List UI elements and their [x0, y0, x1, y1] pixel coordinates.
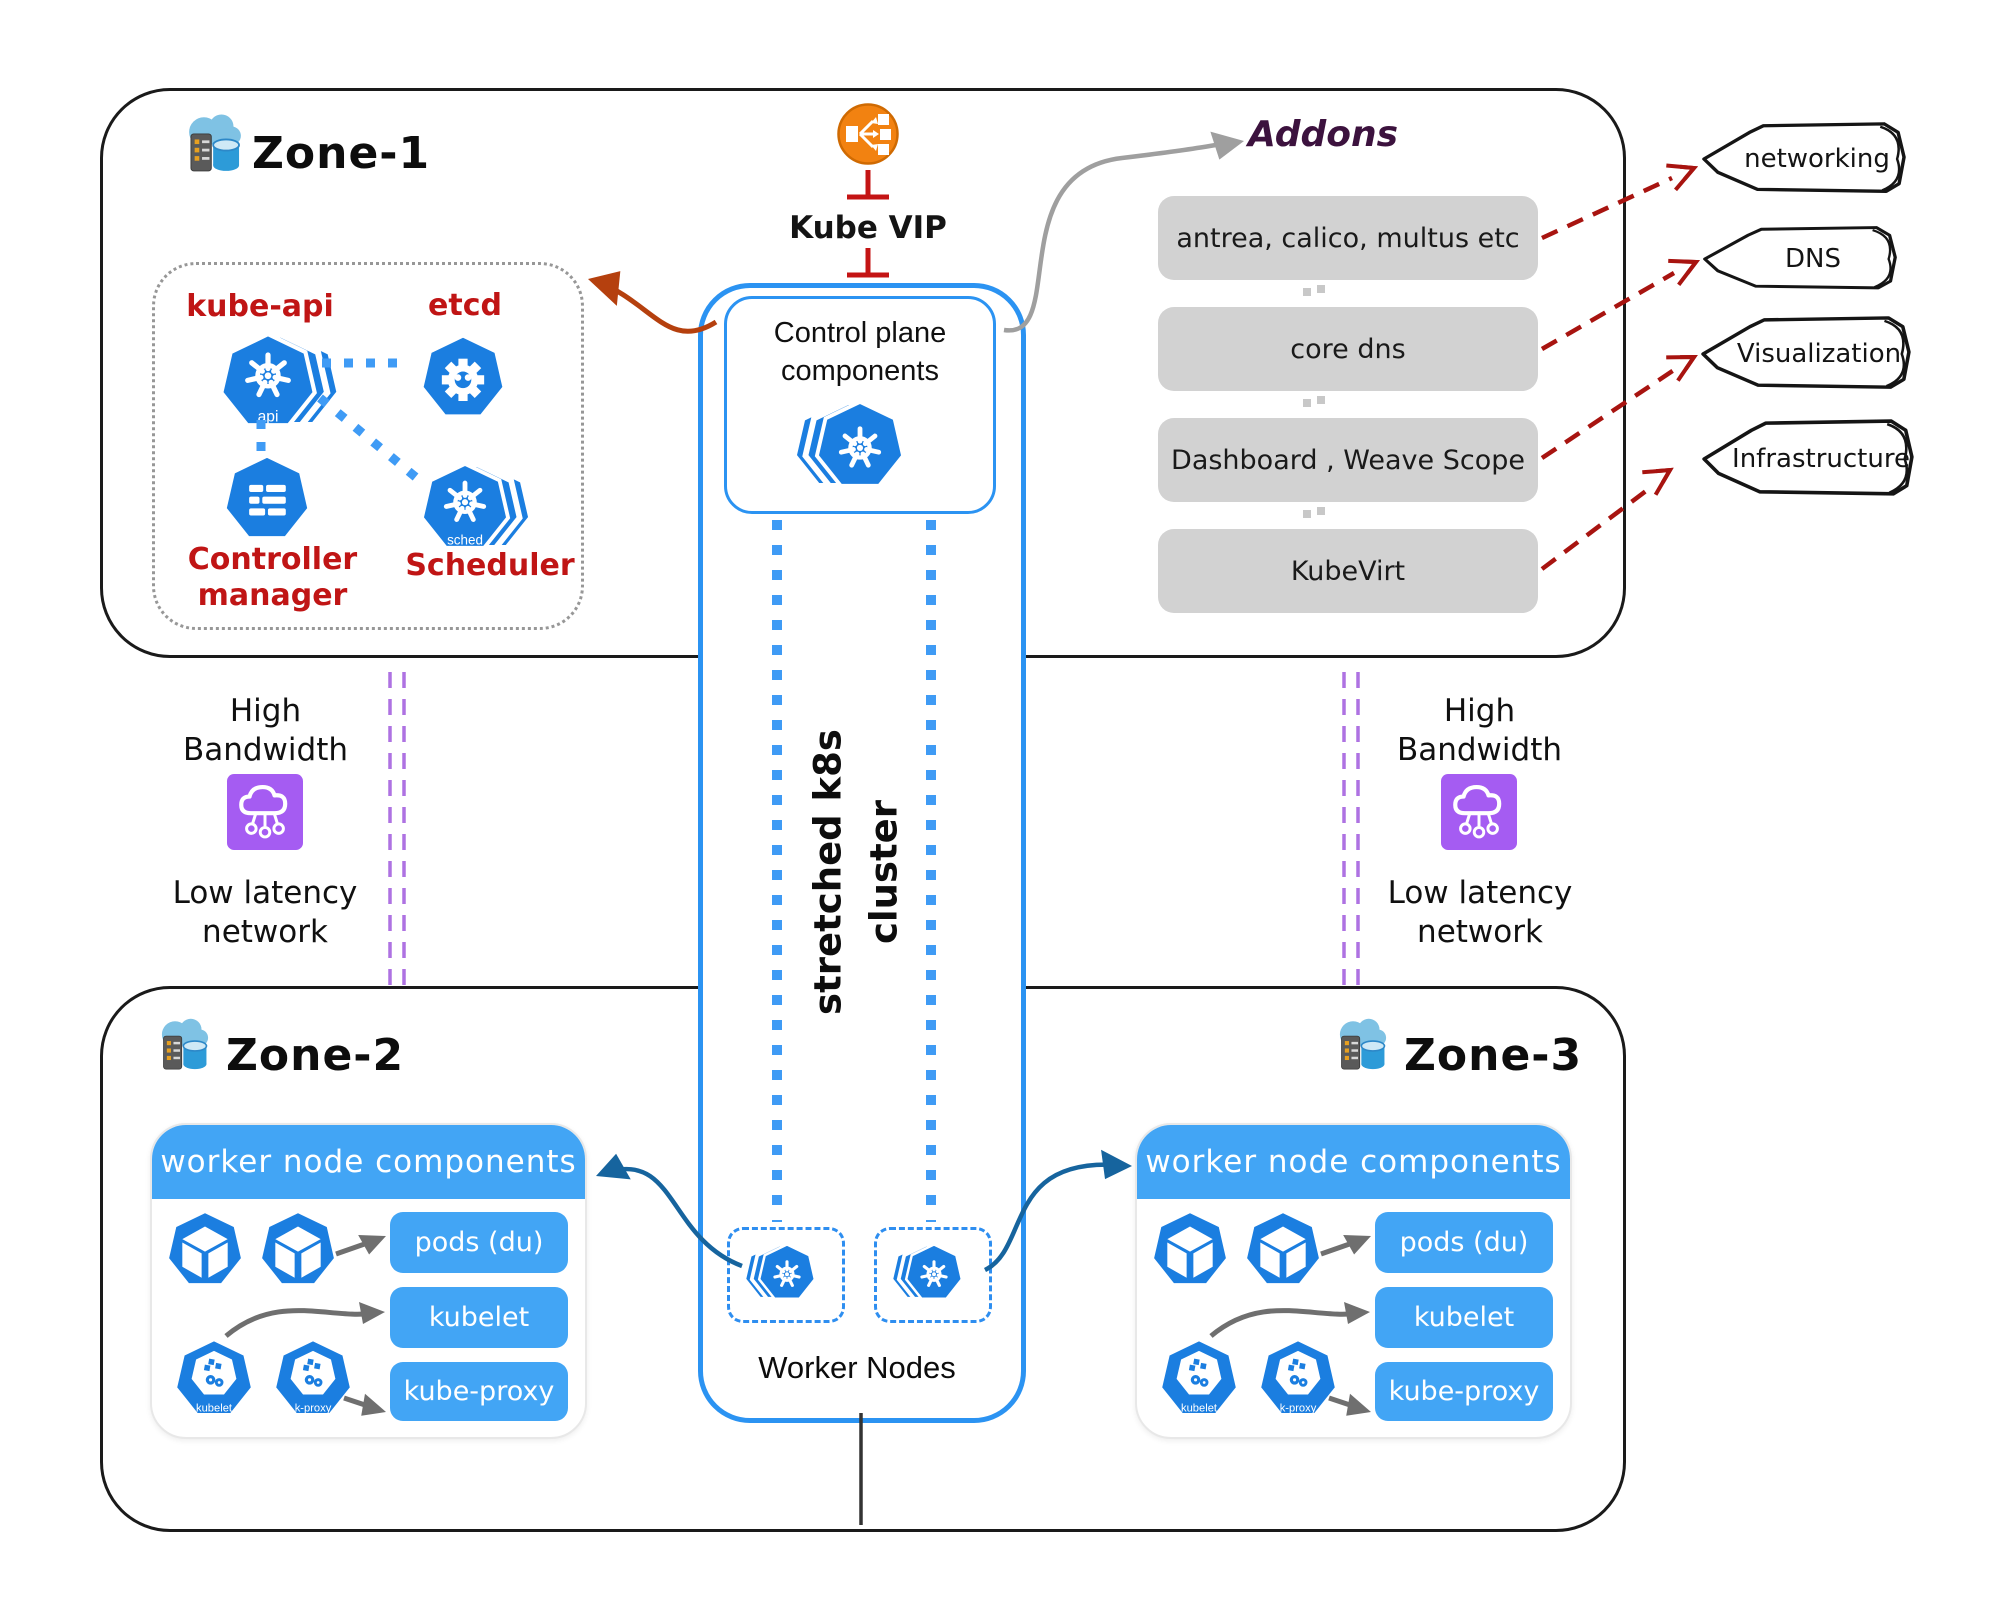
high-label: High [229, 693, 302, 729]
addon-cni: antrea, calico, multus etc [1158, 196, 1538, 280]
svg-text:api: api [258, 409, 279, 426]
zone2-pods-button: pods (du) [390, 1212, 568, 1273]
low-latency-label: Low latency [172, 875, 358, 911]
network-cloud-icon-right [1441, 774, 1517, 850]
addon-dashboard: Dashboard , Weave Scope [1158, 418, 1538, 502]
zone3-kubelet-button: kubelet [1375, 1287, 1553, 1348]
kube-api-icon: api [216, 330, 344, 434]
zone1-cloud-server-icon [178, 106, 252, 184]
tag-infrastructure: Infrastructure [1700, 418, 1916, 500]
addon-connector-dot [1317, 507, 1325, 515]
tag-infrastructure-label: Infrastructure [1732, 444, 1910, 474]
k-proxy-icon: k-proxy [270, 1336, 356, 1422]
k-proxy-icon: k-proxy [1255, 1336, 1341, 1422]
tag-dns: DNS [1701, 225, 1899, 293]
zone3-worker-card-title: worker node components [1137, 1125, 1570, 1199]
tag-shape [1701, 316, 1911, 389]
control-plane-k8s-icon [790, 398, 908, 494]
zone2-kube-proxy-button: kube-proxy [390, 1362, 568, 1421]
network-label: network [1417, 913, 1543, 950]
zone2-cloud-server-icon [152, 1010, 218, 1082]
tag-shape [1702, 122, 1906, 193]
tag-visualization: Visualization [1699, 315, 1913, 393]
svg-text:kubelet: kubelet [196, 1403, 233, 1415]
scheduler-icon: sched [417, 460, 535, 556]
svg-text:k-proxy: k-proxy [1280, 1403, 1317, 1415]
pod-icon [1241, 1208, 1325, 1292]
etcd-label: etcd [428, 288, 502, 323]
svg-text:kubelet: kubelet [1181, 1403, 1218, 1415]
tag-networking: networking [1700, 121, 1908, 197]
control-plane-components-title: Control plane components [773, 317, 947, 387]
low-latency-label: Low latency [1387, 875, 1573, 911]
kube-api-label: kube-api [186, 289, 334, 324]
worker-node-k8s-icon [889, 1242, 965, 1304]
kubelet-icon: kubelet [1156, 1336, 1242, 1422]
scheduler-label: Scheduler [405, 548, 575, 583]
zone3-title: Zone-3 [1404, 1030, 1583, 1081]
bandwidth-left-top-label: High Bandwidth [158, 692, 373, 770]
pod-icon [1148, 1208, 1232, 1292]
zone3-pods-button: pods (du) [1375, 1212, 1553, 1273]
zone3-cloud-server-icon [1330, 1010, 1396, 1082]
addons-title: Addons [1248, 114, 1399, 155]
etcd-icon [417, 332, 509, 424]
zone2-kubelet-button: kubelet [390, 1287, 568, 1348]
zone3-kube-proxy-button: kube-proxy [1375, 1362, 1553, 1421]
addon-connector-dot [1317, 396, 1325, 404]
load-balancer-icon [836, 102, 900, 166]
high-label: High [1443, 693, 1516, 729]
control-plane-group-box [152, 262, 584, 630]
bandwidth-label: Bandwidth [182, 731, 349, 768]
kubelet-icon: kubelet [171, 1336, 257, 1422]
controller-manager-icon [220, 452, 314, 546]
tag-visualization-label: Visualization [1736, 339, 1902, 369]
network-label: network [202, 913, 328, 950]
kube-vip-label: Kube VIP [789, 210, 947, 246]
worker-node-k8s-icon [742, 1242, 818, 1304]
svg-text:k-proxy: k-proxy [295, 1403, 332, 1415]
network-cloud-icon-left [227, 774, 303, 850]
pod-icon [256, 1208, 340, 1292]
addon-connector-dot [1303, 288, 1311, 296]
bandwidth-right-top-label: High Bandwidth [1372, 692, 1587, 770]
addon-kubevirt: KubeVirt [1158, 529, 1538, 613]
zone2-worker-card-title: worker node components [152, 1125, 585, 1199]
bandwidth-right-bottom-label: Low latency network [1355, 874, 1605, 952]
addon-connector-dot [1303, 510, 1311, 518]
bandwidth-label: Bandwidth [1396, 731, 1563, 768]
bandwidth-left-bottom-label: Low latency network [140, 874, 390, 952]
addon-connector-dot [1303, 399, 1311, 407]
tag-shape [1703, 226, 1897, 290]
tag-dns-label: DNS [1785, 244, 1841, 274]
svg-text:sched: sched [447, 532, 483, 547]
zone1-title: Zone-1 [252, 128, 431, 179]
corridor-line-left [388, 672, 406, 986]
addon-coredns: core dns [1158, 307, 1538, 391]
worker-nodes-label: Worker Nodes [758, 1350, 956, 1385]
addon-connector-dot [1317, 285, 1325, 293]
tag-shape [1702, 419, 1914, 496]
zone2-title: Zone-2 [226, 1030, 405, 1081]
stretched-cluster-label: stretched k8s cluster [806, 729, 906, 1015]
pod-icon [163, 1208, 247, 1292]
controller-manager-label: Controller manager [187, 542, 358, 613]
tag-networking-label: networking [1744, 144, 1890, 174]
